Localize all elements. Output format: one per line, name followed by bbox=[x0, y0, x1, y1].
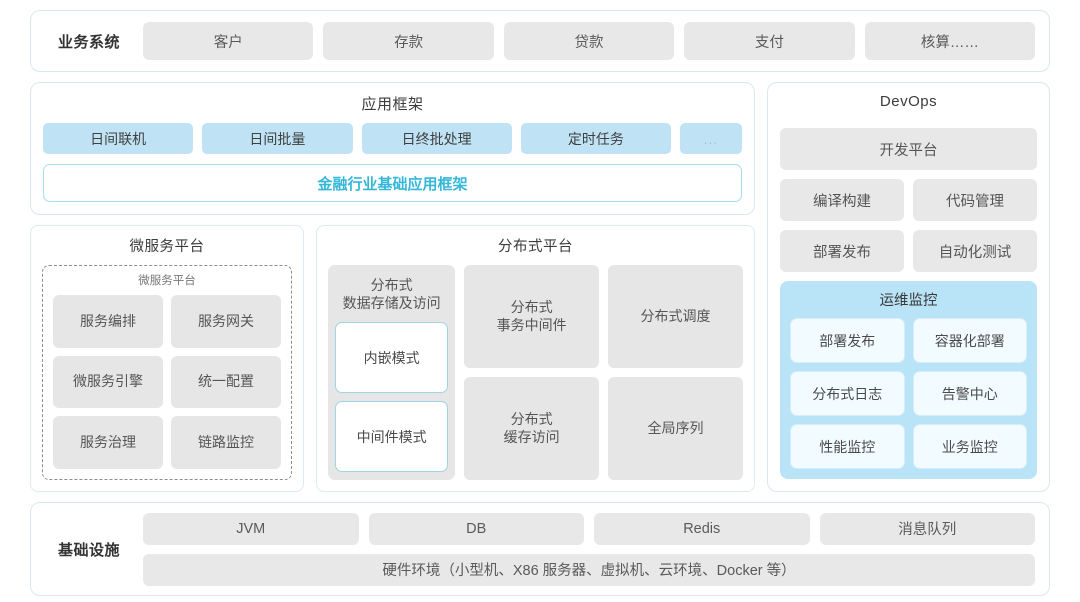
ops-monitor-item[interactable]: 分布式日志 bbox=[790, 371, 905, 416]
microservice-item[interactable]: 服务编排 bbox=[53, 295, 163, 348]
distributed-cell-line2: 缓存访问 bbox=[503, 428, 560, 445]
distributed-platform-title: 分布式平台 bbox=[498, 239, 573, 255]
business-system-item[interactable]: 存款 bbox=[323, 22, 494, 60]
ops-monitor-items: 部署发布 容器化部署 分布式日志 告警中心 性能监控 业务监控 bbox=[790, 318, 1027, 469]
devops-title: DevOps bbox=[879, 93, 938, 110]
business-system-item[interactable]: 核算…… bbox=[864, 22, 1036, 60]
application-framework-title: 应用框架 bbox=[361, 96, 424, 113]
distributed-cell-line1: 分布式 bbox=[510, 299, 553, 315]
ops-monitor-item[interactable]: 部署发布 bbox=[790, 318, 905, 363]
ops-monitor-item[interactable]: 性能监控 bbox=[790, 424, 905, 469]
microservice-platform-inner-box: 微服务平台 服务编排 服务网关 微服务引擎 统一配置 服务治理 链路监控 bbox=[42, 265, 292, 480]
microservice-platform-inner-title: 微服务平台 bbox=[138, 275, 196, 287]
distributed-scheduling-card[interactable]: 分布式调度 bbox=[608, 265, 743, 368]
platforms-row: 微服务平台 微服务平台 服务编排 服务网关 微服务引擎 统一配置 服务治理 链路… bbox=[30, 225, 755, 492]
devops-pair-row: 部署发布 自动化测试 bbox=[780, 230, 1037, 272]
platform-middle-region: 应用框架 日间联机 日间批量 日终批处理 定时任务 ... 金融行业基础应用框架… bbox=[30, 82, 1050, 492]
microservice-item[interactable]: 微服务引擎 bbox=[53, 355, 163, 409]
devops-deploy-card[interactable]: 部署发布 bbox=[780, 230, 904, 272]
app-framework-tag[interactable]: 日间联机 bbox=[43, 123, 194, 154]
business-systems-section: 业务系统 客户 存款 贷款 支付 核算…… bbox=[30, 10, 1050, 72]
business-system-item[interactable]: 贷款 bbox=[503, 22, 675, 60]
distributed-platform-grid: 分布式 数据存储及访问 内嵌模式 中间件模式 分布式 事务中间件 bbox=[328, 265, 743, 480]
application-framework-tags: 日间联机 日间批量 日终批处理 定时任务 ... bbox=[43, 123, 742, 154]
infrastructure-items: JVM DB Redis 消息队列 bbox=[143, 512, 1035, 545]
finance-base-framework-band[interactable]: 金融行业基础应用框架 bbox=[43, 164, 742, 202]
infrastructure-item[interactable]: JVM bbox=[143, 512, 359, 545]
devops-pair-row: 编译构建 代码管理 bbox=[780, 179, 1037, 221]
devops-automated-test-card[interactable]: 自动化测试 bbox=[913, 230, 1037, 272]
distributed-cell-line2: 事务中间件 bbox=[496, 316, 567, 333]
infrastructure-content: JVM DB Redis 消息队列 硬件环境（小型机、X86 服务器、虚拟机、云… bbox=[143, 512, 1035, 586]
infrastructure-item[interactable]: 消息队列 bbox=[819, 512, 1035, 545]
global-sequence-card[interactable]: 全局序列 bbox=[608, 377, 743, 480]
infrastructure-section: 基础设施 JVM DB Redis 消息队列 硬件环境（小型机、X86 服务器、… bbox=[30, 502, 1050, 596]
ops-monitor-item[interactable]: 业务监控 bbox=[912, 424, 1027, 469]
app-framework-more-tag[interactable]: ... bbox=[680, 123, 742, 154]
distributed-data-storage-card[interactable]: 分布式 数据存储及访问 内嵌模式 中间件模式 bbox=[328, 265, 456, 480]
ops-monitor-panel: 运维监控 部署发布 容器化部署 分布式日志 告警中心 性能监控 业务监控 bbox=[780, 281, 1037, 479]
devops-platform-card[interactable]: 开发平台 bbox=[780, 128, 1037, 170]
business-systems-items: 客户 存款 贷款 支付 核算…… bbox=[143, 22, 1036, 60]
microservice-platform-section: 微服务平台 微服务平台 服务编排 服务网关 微服务引擎 统一配置 服务治理 链路… bbox=[30, 225, 304, 492]
embedded-mode-card[interactable]: 内嵌模式 bbox=[335, 322, 449, 393]
business-system-item[interactable]: 客户 bbox=[143, 22, 314, 60]
ops-monitor-title: 运维监控 bbox=[879, 293, 938, 309]
platform-left-column: 应用框架 日间联机 日间批量 日终批处理 定时任务 ... 金融行业基础应用框架… bbox=[30, 82, 755, 492]
hardware-environment-band[interactable]: 硬件环境（小型机、X86 服务器、虚拟机、云环境、Docker 等） bbox=[143, 553, 1035, 586]
distributed-data-storage-title-line1: 分布式 bbox=[370, 277, 413, 293]
ops-monitor-item[interactable]: 告警中心 bbox=[912, 371, 1027, 416]
app-framework-tag[interactable]: 日终批处理 bbox=[361, 123, 512, 154]
distributed-data-storage-title-line2: 数据存储及访问 bbox=[342, 294, 441, 311]
ops-monitor-item[interactable]: 容器化部署 bbox=[912, 318, 1027, 363]
devops-section: DevOps 开发平台 编译构建 代码管理 部署发布 自动化测试 运维监控 部署… bbox=[767, 82, 1050, 492]
application-framework-section: 应用框架 日间联机 日间批量 日终批处理 定时任务 ... 金融行业基础应用框架 bbox=[30, 82, 755, 215]
microservice-item[interactable]: 服务网关 bbox=[171, 295, 281, 348]
app-framework-tag[interactable]: 日间批量 bbox=[202, 123, 353, 154]
business-systems-label: 业务系统 bbox=[57, 33, 120, 51]
devops-code-management-card[interactable]: 代码管理 bbox=[913, 179, 1037, 221]
distributed-cache-access-card[interactable]: 分布式 缓存访问 bbox=[464, 377, 600, 480]
infrastructure-label: 基础设施 bbox=[57, 541, 120, 559]
middleware-mode-card[interactable]: 中间件模式 bbox=[335, 401, 449, 472]
app-framework-tag[interactable]: 定时任务 bbox=[520, 123, 671, 154]
microservice-item[interactable]: 服务治理 bbox=[53, 416, 163, 469]
microservice-platform-title: 微服务平台 bbox=[129, 239, 205, 255]
distributed-data-storage-title: 分布式 数据存储及访问 bbox=[335, 273, 448, 314]
infrastructure-item[interactable]: Redis bbox=[594, 512, 810, 545]
microservice-platform-items: 服务编排 服务网关 微服务引擎 统一配置 服务治理 链路监控 bbox=[53, 295, 281, 469]
microservice-item[interactable]: 链路监控 bbox=[171, 416, 281, 469]
microservice-item[interactable]: 统一配置 bbox=[171, 355, 281, 409]
business-system-item[interactable]: 支付 bbox=[684, 22, 855, 60]
distributed-cell-line1: 分布式 bbox=[510, 411, 553, 427]
devops-build-card[interactable]: 编译构建 bbox=[780, 179, 904, 221]
distributed-transaction-middleware-card[interactable]: 分布式 事务中间件 bbox=[464, 265, 600, 368]
distributed-platform-section: 分布式平台 分布式 数据存储及访问 内嵌模式 中间件模式 bbox=[316, 225, 755, 492]
infrastructure-item[interactable]: DB bbox=[368, 512, 584, 545]
devops-column: DevOps 开发平台 编译构建 代码管理 部署发布 自动化测试 运维监控 部署… bbox=[767, 82, 1050, 492]
